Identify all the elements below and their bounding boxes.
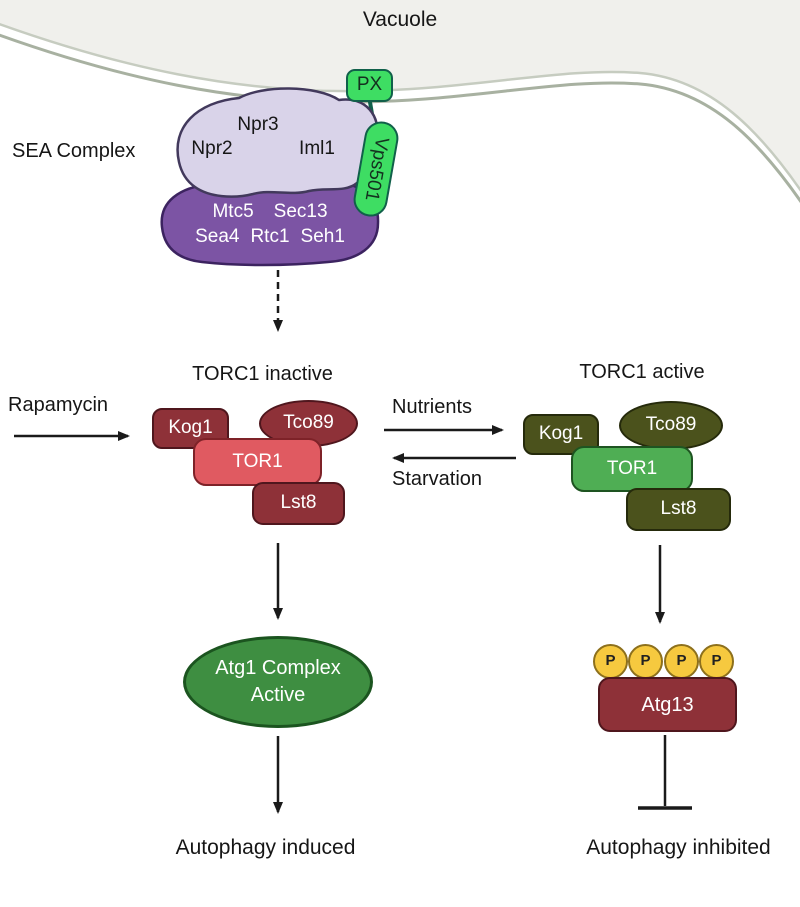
atg1-complex-ellipse: Atg1 Complex Active — [183, 636, 373, 728]
phospho-circle-1: P — [593, 644, 628, 679]
lst8-inactive: Lst8 — [252, 482, 345, 525]
npr3-label: Npr3 — [237, 114, 279, 135]
iml1-label: Iml1 — [299, 138, 335, 159]
seh1-label: Seh1 — [300, 226, 345, 247]
npr2-label: Npr2 — [191, 138, 233, 159]
starvation-label: Starvation — [392, 468, 483, 490]
torc1-inactive-title: TORC1 inactive — [192, 363, 333, 385]
vacuole-membrane — [0, 0, 800, 203]
autophagy-inhibited-label: Autophagy inhibited — [586, 836, 771, 859]
torc1-active-title: TORC1 active — [579, 361, 705, 383]
autophagy-induced-label: Autophagy induced — [175, 836, 356, 859]
sea-lower-subunit-labels: Mtc5 Sec13 Sea4 Rtc1 Seh1 — [165, 201, 375, 248]
atg1-label-line2: Active — [250, 684, 306, 706]
rtc1-label: Rtc1 — [250, 226, 290, 247]
atg1-label-line1: Atg1 Complex — [215, 657, 341, 679]
tor1-inactive: TOR1 — [193, 438, 322, 486]
sec13-label: Sec13 — [273, 201, 328, 222]
rapamycin-label: Rapamycin — [8, 394, 109, 416]
phospho-circle-2: P — [628, 644, 663, 679]
vacuole-label: Vacuole — [362, 8, 438, 31]
px-domain: PX — [346, 69, 393, 102]
lst8-active: Lst8 — [626, 488, 731, 531]
sea-complex-label: SEA Complex — [12, 140, 136, 162]
tco89-active: Tco89 — [619, 401, 723, 450]
phospho-circle-4: P — [699, 644, 734, 679]
phospho-circle-3: P — [664, 644, 699, 679]
mtc5-label: Mtc5 — [212, 201, 254, 222]
sea4-label: Sea4 — [195, 226, 240, 247]
atg13-inhibition-tbar — [638, 735, 692, 810]
atg13-box: Atg13 — [598, 677, 737, 732]
tor1-active: TOR1 — [571, 446, 693, 492]
nutrients-label: Nutrients — [392, 396, 473, 418]
